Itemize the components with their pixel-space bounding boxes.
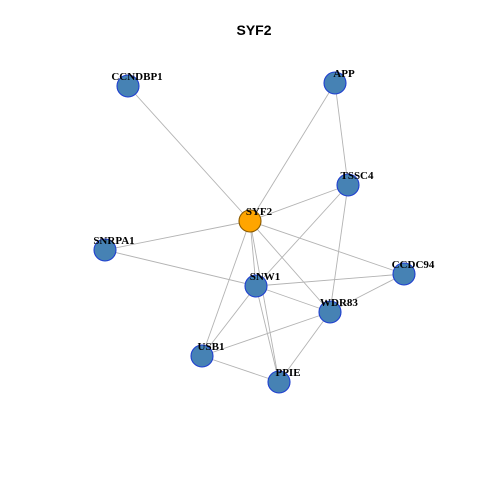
- node-circle-snrpa1: [93, 238, 117, 262]
- edge-syf2-wdr83: [249, 220, 331, 313]
- edge-layer: [104, 82, 405, 383]
- node-snw1: SNW1: [244, 271, 281, 298]
- node-usb1: USB1: [190, 341, 225, 368]
- edge-tssc4-wdr83: [329, 184, 349, 313]
- node-label-app: APP: [333, 68, 355, 80]
- node-snrpa1: SNRPA1: [93, 235, 135, 262]
- node-circle-app: [323, 71, 347, 95]
- node-label-snrpa1: SNRPA1: [93, 235, 134, 247]
- node-wdr83: WDR83: [318, 297, 358, 324]
- diagram-title: SYF2: [236, 22, 271, 38]
- edge-wdr83-usb1: [201, 311, 331, 357]
- edge-snrpa1-snw1: [104, 249, 257, 287]
- node-ccdc94: CCDC94: [392, 259, 435, 286]
- node-app: APP: [323, 68, 355, 95]
- edge-syf2-ccndbp1: [127, 85, 251, 222]
- node-circle-ccdc94: [392, 262, 416, 286]
- node-label-wdr83: WDR83: [320, 297, 358, 309]
- node-label-ppie: PPIE: [275, 367, 300, 379]
- edge-tssc4-snw1: [255, 184, 349, 287]
- node-ccndbp1: CCNDBP1: [111, 71, 163, 98]
- edge-snw1-ppie: [255, 285, 280, 383]
- node-label-syf2: SYF2: [246, 206, 273, 218]
- node-circle-tssc4: [336, 173, 360, 197]
- edge-syf2-ppie: [249, 220, 280, 383]
- node-tssc4: TSSC4: [336, 170, 374, 197]
- node-circle-ppie: [267, 370, 291, 394]
- node-circle-ccndbp1: [116, 74, 140, 98]
- edge-usb1-ppie: [201, 355, 280, 383]
- edge-syf2-ccdc94: [249, 220, 405, 275]
- node-circle-wdr83: [318, 300, 342, 324]
- node-ppie: PPIE: [267, 367, 301, 394]
- edge-wdr83-ppie: [278, 311, 331, 383]
- edge-syf2-app: [249, 82, 336, 222]
- node-syf2: SYF2: [238, 206, 273, 233]
- edge-wdr83-ccdc94: [329, 273, 405, 313]
- node-layer: SYF2 CCNDBP1 APP TSSC4SNRPA1CCDC94SNW1WDR83…: [93, 68, 435, 394]
- node-label-usb1: USB1: [198, 341, 225, 353]
- node-label-ccndbp1: CCNDBP1: [111, 71, 162, 83]
- edge-syf2-snrpa1: [104, 220, 251, 251]
- edge-snw1-ccdc94: [255, 273, 405, 287]
- edge-snw1-wdr83: [255, 285, 331, 313]
- edge-app-tssc4: [334, 82, 349, 186]
- node-circle-snw1: [244, 274, 268, 298]
- edge-syf2-tssc4: [249, 184, 349, 222]
- edge-snw1-usb1: [201, 285, 257, 357]
- edge-syf2-usb1: [201, 220, 251, 357]
- node-label-snw1: SNW1: [250, 271, 281, 283]
- node-circle-usb1: [190, 344, 214, 368]
- node-label-ccdc94: CCDC94: [392, 259, 435, 271]
- node-circle-syf2: [238, 209, 262, 233]
- node-label-tssc4: TSSC4: [340, 170, 374, 182]
